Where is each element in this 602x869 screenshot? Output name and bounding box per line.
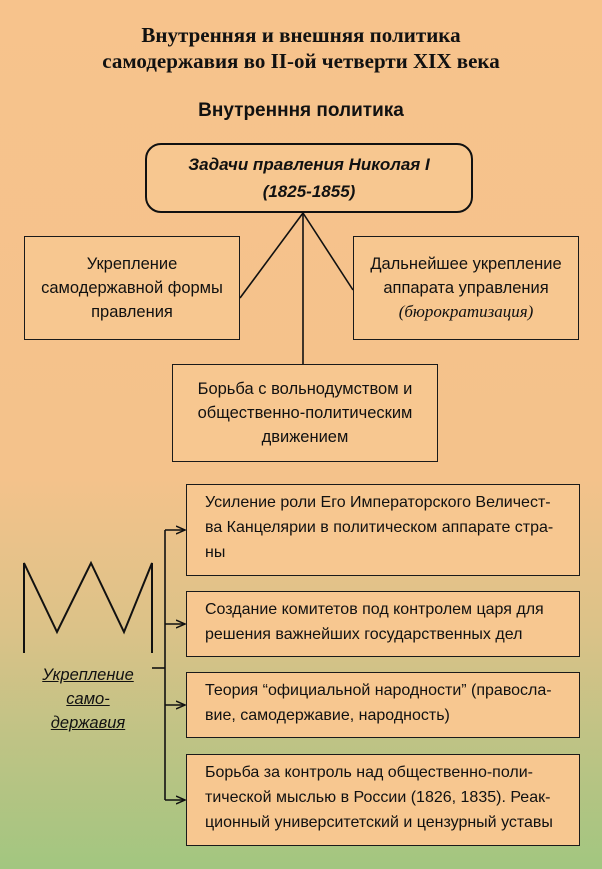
- head-line-2: (1825-1855): [262, 182, 356, 201]
- measure-box-chancellery: Усиление роли Его Императорского Величес…: [186, 484, 580, 576]
- task-left-line: Укрепление: [86, 255, 178, 273]
- task-right-line: аппарата управления: [383, 279, 549, 297]
- task-bottom-line: движением: [261, 428, 349, 446]
- task-right-line: Дальнейшее укрепление: [370, 255, 562, 273]
- title-line-2: самодержавия во II-ой четверти XIX века: [102, 49, 500, 73]
- head-box: Задачи правления Николая I (1825-1855): [145, 143, 473, 213]
- measure-line: вие, самодержавие, народность): [205, 707, 450, 724]
- measure-line: тической мыслью в России (1826, 1835). Р…: [205, 789, 551, 806]
- crown-shape: [23, 560, 153, 653]
- diagram-title: Внутренняя и внешняя политика самодержав…: [0, 22, 602, 74]
- task-right-note: (бюрократизация): [398, 302, 534, 321]
- measure-line: Теория “официальной народности” (правосл…: [205, 682, 552, 699]
- measure-line: Борьба за контроль над общественно-поли-: [205, 764, 533, 781]
- measure-line: ны: [205, 544, 226, 561]
- crown-label-line: державия: [50, 714, 126, 732]
- task-left-line: правления: [91, 303, 173, 321]
- task-box-freethinking: Борьба с вольнодумством и общественно-по…: [172, 364, 438, 462]
- section-heading: Внутренння политика: [198, 100, 404, 121]
- task-box-autocracy: Укрепление самодержавной формы правления: [24, 236, 240, 340]
- task-bottom-line: Борьба с вольнодумством и: [197, 380, 413, 398]
- measure-line: ва Канцелярии в политическом аппарате ст…: [205, 519, 554, 536]
- measure-line: ционный университетский и цензурный уста…: [205, 814, 553, 831]
- measure-box-censorship: Борьба за контроль над общественно-поли-…: [186, 754, 580, 846]
- connector-to-left: [239, 212, 304, 299]
- connector-to-right: [302, 212, 354, 291]
- task-bottom-line: общественно-политическим: [197, 404, 413, 422]
- head-line-1: Задачи правления Николая I: [188, 155, 430, 174]
- measure-line: Создание комитетов под контролем царя дл…: [205, 601, 544, 618]
- crown-label-line: Укрепление: [42, 666, 134, 684]
- measure-line: Усиление роли Его Императорского Величес…: [205, 494, 551, 511]
- crown-label: Укрепление само- державия: [24, 663, 152, 735]
- task-box-administration: Дальнейшее укрепление аппарата управлени…: [353, 236, 579, 340]
- title-line-1: Внутренняя и внешняя политика: [141, 23, 461, 47]
- measure-box-committees: Создание комитетов под контролем царя дл…: [186, 591, 580, 657]
- crown-label-line: само-: [66, 690, 110, 708]
- measure-line: решения важнейших государственных дел: [205, 626, 523, 643]
- task-left-line: самодержавной формы: [41, 279, 223, 297]
- measure-box-official-nationality: Теория “официальной народности” (правосл…: [186, 672, 580, 738]
